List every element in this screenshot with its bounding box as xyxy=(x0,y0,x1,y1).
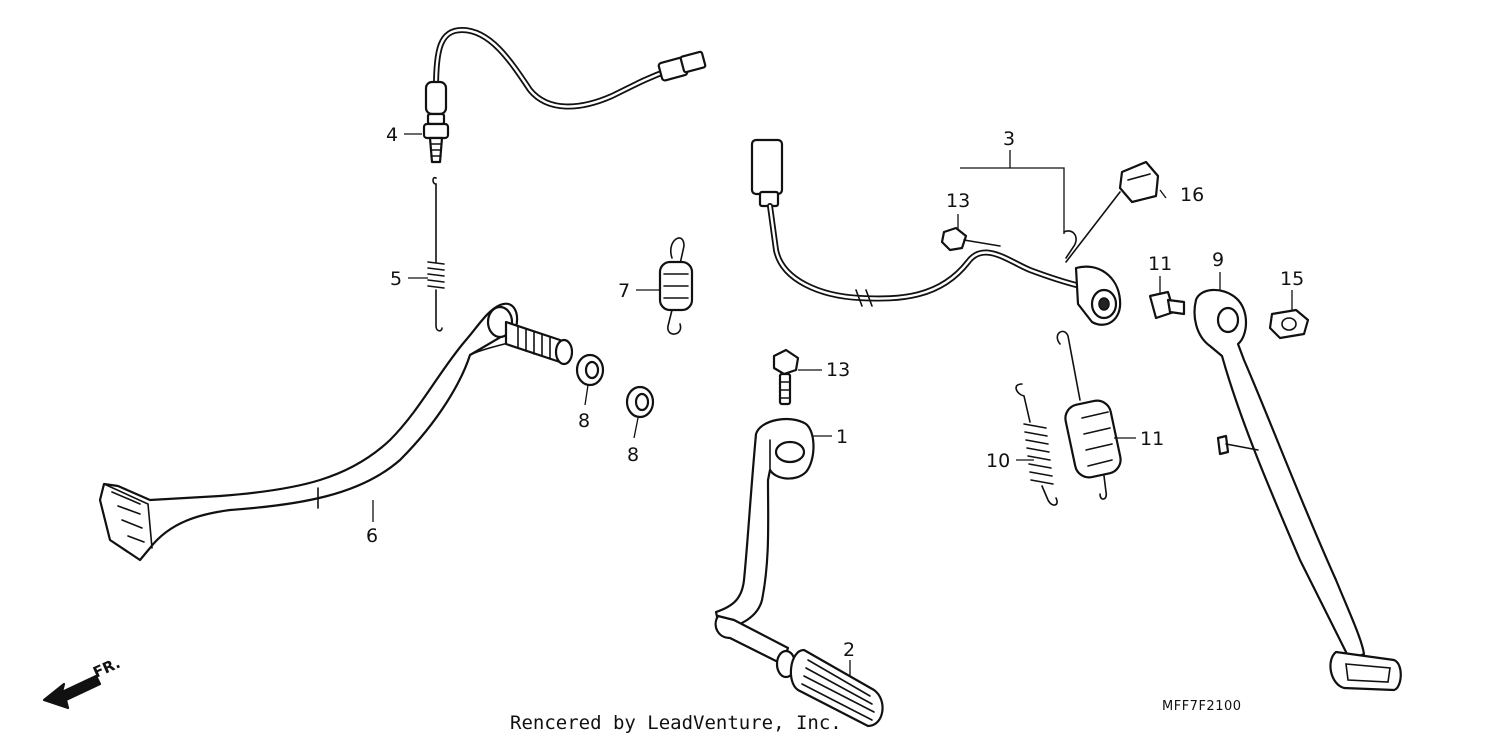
callout-14: 13 xyxy=(946,190,970,212)
callout-1: 1 xyxy=(836,426,848,448)
brake-switch-spring[interactable] xyxy=(427,176,445,332)
leader-lines xyxy=(372,133,1293,676)
callout-13: 13 xyxy=(826,359,850,381)
sidestand-switch-assembly[interactable] xyxy=(750,138,1122,326)
callout-4: 4 xyxy=(386,124,398,146)
sidestand-inner-spring[interactable] xyxy=(1015,383,1058,506)
shift-pedal-rubber[interactable] xyxy=(789,648,884,728)
callout-16: 16 xyxy=(1180,184,1204,206)
credit-text: Rencered by LeadVenture, Inc. xyxy=(510,712,842,734)
callout-12: 11 xyxy=(1148,253,1172,275)
shift-arm-bolt[interactable] xyxy=(772,348,800,406)
callout-9: 9 xyxy=(1212,249,1224,271)
brake-pedal-spring[interactable] xyxy=(658,237,694,335)
front-label: FR. xyxy=(90,654,123,682)
callout-11: 11 xyxy=(1140,428,1164,450)
callout-8a: 8 xyxy=(578,410,590,432)
diagram-code: MFF7F2100 xyxy=(1162,699,1242,714)
sidestand-outer-spring[interactable] xyxy=(1056,330,1123,500)
callout-6: 6 xyxy=(366,525,378,547)
washer-upper[interactable] xyxy=(575,353,605,387)
callout-8b: 8 xyxy=(627,444,639,466)
wire-clamp[interactable] xyxy=(1065,160,1160,263)
shift-pedal[interactable] xyxy=(714,417,815,679)
sidestand-nut[interactable] xyxy=(1268,308,1310,340)
sidestand-bolt[interactable] xyxy=(1148,290,1186,320)
callout-10: 10 xyxy=(986,450,1010,472)
side-stand[interactable] xyxy=(1193,288,1402,692)
callout-7: 7 xyxy=(618,280,630,302)
callout-5: 5 xyxy=(390,268,402,290)
callout-3: 3 xyxy=(1003,128,1015,150)
callout-2: 2 xyxy=(843,639,855,661)
front-direction-arrow: FR. xyxy=(42,654,123,710)
callout-15: 15 xyxy=(1280,268,1304,290)
brake-switch-assembly[interactable] xyxy=(422,27,707,164)
brake-pedal[interactable] xyxy=(98,302,574,562)
washer-lower[interactable] xyxy=(625,385,655,419)
sidestand-switch-bolt[interactable] xyxy=(940,226,1001,252)
callout-labels: 4 5 6 7 8 8 3 13 16 11 9 15 10 11 13 1 2 xyxy=(366,124,1304,661)
